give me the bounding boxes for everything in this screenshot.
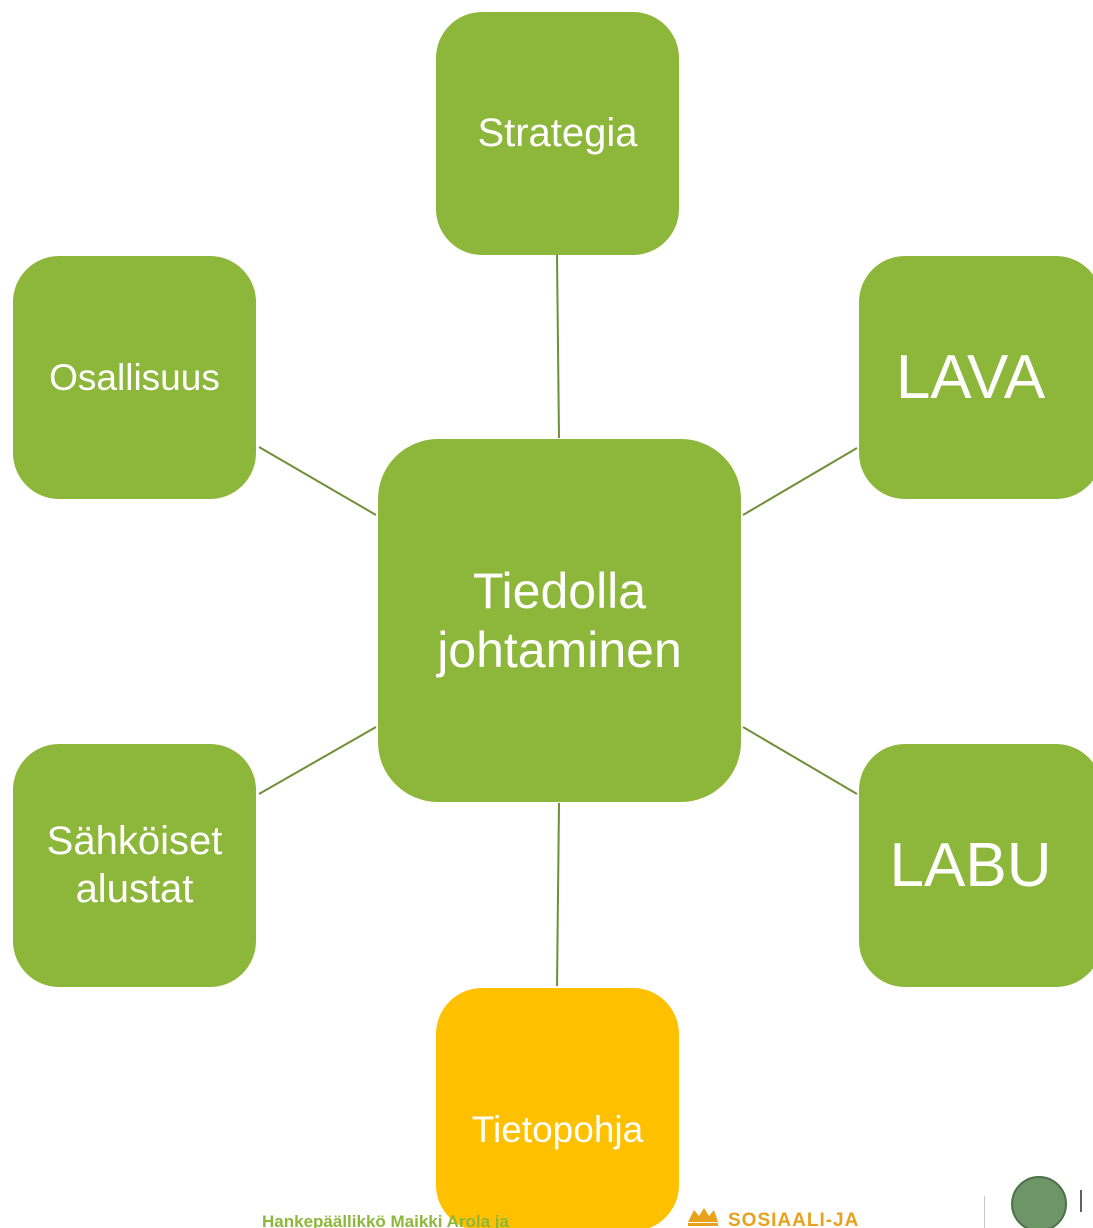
node-sahkoiset-alustat: Sähköiset alustat	[13, 744, 256, 987]
node-lava-label: LAVA	[895, 342, 1046, 412]
node-tietopohja-label: Tietopohja	[471, 1108, 644, 1150]
connector-lava	[742, 447, 858, 516]
node-center-label-line1: Tiedolla	[472, 562, 647, 619]
node-labu: LABU	[859, 744, 1093, 987]
brand-logo-icon	[688, 1208, 718, 1226]
node-strategia: Strategia	[436, 12, 679, 255]
node-labu-label: LABU	[889, 830, 1052, 900]
footer-brand: SOSIAALI-JA	[686, 1200, 859, 1228]
footer-divider	[984, 1196, 985, 1228]
connector-osallisuus	[258, 446, 377, 516]
connector-labu	[742, 726, 858, 795]
footer-text-fragment-icon	[1080, 1190, 1092, 1212]
connector-tietopohja	[556, 802, 560, 987]
node-strategia-label: Strategia	[477, 110, 638, 155]
connector-strategia	[556, 254, 560, 439]
node-center: Tiedolla johtaminen	[378, 439, 741, 802]
footer-brand-text: SOSIAALI-JA	[728, 1210, 860, 1228]
node-tietopohja: Tietopohja	[436, 988, 679, 1228]
node-lava: LAVA	[859, 256, 1093, 499]
footer-credit: Hankepäällikkö Maikki Arola ja	[262, 1212, 509, 1228]
node-osallisuus: Osallisuus	[13, 256, 256, 499]
connector-sahkoiset	[258, 726, 377, 795]
node-sahkoiset-label-line1: Sähköiset	[46, 819, 223, 864]
node-center-label-line2: johtaminen	[437, 621, 682, 678]
node-osallisuus-label: Osallisuus	[49, 356, 220, 398]
node-sahkoiset-label-line2: alustat	[75, 866, 194, 911]
seal-logo-icon	[1011, 1176, 1067, 1228]
